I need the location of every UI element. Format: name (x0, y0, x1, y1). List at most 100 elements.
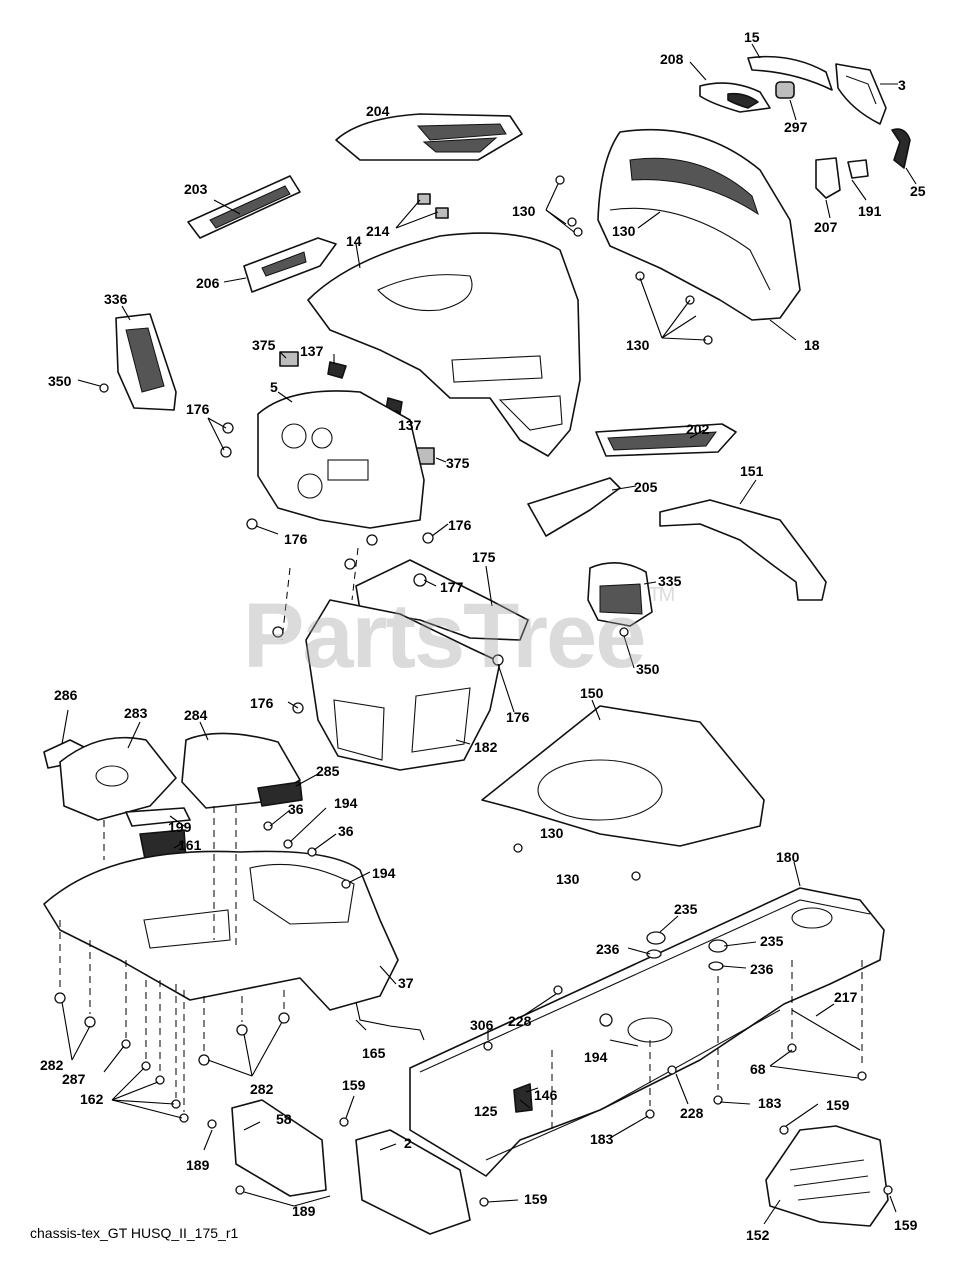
bolt-176-g[interactable] (272, 626, 284, 638)
part-151-bracket[interactable] (659, 499, 827, 601)
callout-336[interactable]: 336 (104, 291, 128, 307)
part-214-clip-a[interactable] (417, 193, 431, 205)
callout-284[interactable]: 284 (184, 707, 208, 723)
clip-282-b[interactable] (84, 1016, 96, 1028)
callout-137-a[interactable]: 137 (300, 343, 324, 359)
bolt-350-b[interactable] (619, 627, 629, 637)
callout-162[interactable]: 162 (80, 1091, 104, 1107)
callout-189-a[interactable]: 189 (186, 1157, 210, 1173)
callout-146[interactable]: 146 (534, 1087, 558, 1103)
clip-282-d[interactable] (236, 1024, 248, 1036)
callout-130-a[interactable]: 130 (512, 203, 536, 219)
callout-206[interactable]: 206 (196, 275, 220, 291)
callout-165[interactable]: 165 (362, 1045, 386, 1061)
part-25-bracket[interactable] (891, 128, 911, 169)
callout-159-a[interactable]: 159 (342, 1077, 366, 1093)
part-375-pad-a[interactable] (279, 351, 299, 367)
callout-286[interactable]: 286 (54, 687, 78, 703)
callout-350-a[interactable]: 350 (48, 373, 72, 389)
callout-183-a[interactable]: 183 (758, 1095, 782, 1111)
callout-282-a[interactable]: 282 (40, 1057, 64, 1073)
callout-217[interactable]: 217 (834, 989, 858, 1005)
callout-194-a[interactable]: 194 (334, 795, 358, 811)
bolt-189-b[interactable] (235, 1185, 245, 1195)
callout-228-b[interactable]: 228 (680, 1105, 704, 1121)
callout-235-b[interactable]: 235 (760, 933, 784, 949)
callout-236-b[interactable]: 236 (750, 961, 774, 977)
callout-287[interactable]: 287 (62, 1071, 86, 1087)
bolt-183-a[interactable] (713, 1095, 723, 1105)
callout-235-a[interactable]: 235 (674, 901, 698, 917)
bolt-159-a[interactable] (339, 1117, 349, 1127)
callout-176-a[interactable]: 176 (186, 401, 210, 417)
part-14-hood[interactable] (307, 232, 581, 457)
callout-175[interactable]: 175 (472, 549, 496, 565)
bolt-130-a[interactable] (555, 175, 565, 185)
callout-58[interactable]: 58 (276, 1111, 292, 1127)
callout-130-e[interactable]: 130 (556, 871, 580, 887)
bolt-68-a[interactable] (787, 1043, 797, 1053)
bolt-350-a[interactable] (99, 383, 109, 393)
part-177-nut[interactable] (413, 573, 427, 587)
part-191-bulb[interactable] (847, 159, 869, 179)
callout-161[interactable]: 161 (178, 837, 202, 853)
callout-176-e[interactable]: 176 (506, 709, 530, 725)
callout-194-c[interactable]: 194 (584, 1049, 608, 1065)
bolt-130-h[interactable] (631, 871, 641, 881)
callout-159-b[interactable]: 159 (524, 1191, 548, 1207)
callout-176-d[interactable]: 176 (250, 695, 274, 711)
callout-375-b[interactable]: 375 (446, 455, 470, 471)
callout-207[interactable]: 207 (814, 219, 838, 235)
bolt-189-a[interactable] (207, 1119, 217, 1129)
callout-204[interactable]: 204 (366, 103, 390, 119)
part-207-socket[interactable] (815, 157, 841, 199)
part-37-rear-fender[interactable] (43, 850, 399, 1011)
nut-194-c[interactable] (599, 1013, 613, 1027)
part-2-bracket[interactable] (355, 1129, 471, 1235)
bolt-68-b[interactable] (857, 1071, 867, 1081)
callout-282-b[interactable]: 282 (250, 1081, 274, 1097)
callout-180[interactable]: 180 (776, 849, 800, 865)
callout-176-c[interactable]: 176 (284, 531, 308, 547)
callout-130-c[interactable]: 130 (626, 337, 650, 353)
part-297-bulb[interactable] (775, 81, 795, 99)
callout-176-b[interactable]: 176 (448, 517, 472, 533)
part-199-plate[interactable] (125, 807, 191, 827)
part-165-rod[interactable] (355, 1001, 425, 1041)
callout-202[interactable]: 202 (686, 421, 710, 437)
clip-282-e[interactable] (278, 1012, 290, 1024)
callout-125[interactable]: 125 (474, 1103, 498, 1119)
bolt-176-e[interactable] (366, 534, 378, 546)
callout-194-b[interactable]: 194 (372, 865, 396, 881)
bolt-176-i[interactable] (492, 654, 504, 666)
part-285-pad[interactable] (257, 781, 303, 807)
bolt-228-a[interactable] (553, 985, 563, 995)
bolt-130-g[interactable] (513, 843, 523, 853)
part-236-bushing-a[interactable] (646, 949, 662, 959)
callout-25[interactable]: 25 (910, 183, 926, 199)
part-137-knob-a[interactable] (327, 361, 347, 379)
bolt-228-b[interactable] (667, 1065, 677, 1075)
bolt-176-c[interactable] (246, 518, 258, 530)
part-150-floor-plate[interactable] (481, 705, 765, 847)
callout-36-b[interactable]: 36 (338, 823, 354, 839)
callout-283[interactable]: 283 (124, 705, 148, 721)
callout-130-d[interactable]: 130 (540, 825, 564, 841)
callout-203[interactable]: 203 (184, 181, 208, 197)
callout-14[interactable]: 14 (346, 233, 362, 249)
part-152-footrest[interactable] (765, 1125, 889, 1227)
callout-297[interactable]: 297 (784, 119, 808, 135)
bolt-36-a[interactable] (263, 821, 273, 831)
bolt-159-d[interactable] (883, 1185, 893, 1195)
callout-152[interactable]: 152 (746, 1227, 770, 1243)
bolt-130-b[interactable] (567, 217, 577, 227)
callout-350-b[interactable]: 350 (636, 661, 660, 677)
callout-199[interactable]: 199 (168, 819, 192, 835)
callout-159-d[interactable]: 159 (894, 1217, 918, 1233)
part-236-bushing-b[interactable] (708, 961, 724, 971)
callout-205[interactable]: 205 (634, 479, 658, 495)
callout-375-a[interactable]: 375 (252, 337, 276, 353)
callout-3[interactable]: 3 (898, 77, 906, 93)
bolt-176-a[interactable] (222, 422, 234, 434)
callout-137-b[interactable]: 137 (398, 417, 422, 433)
